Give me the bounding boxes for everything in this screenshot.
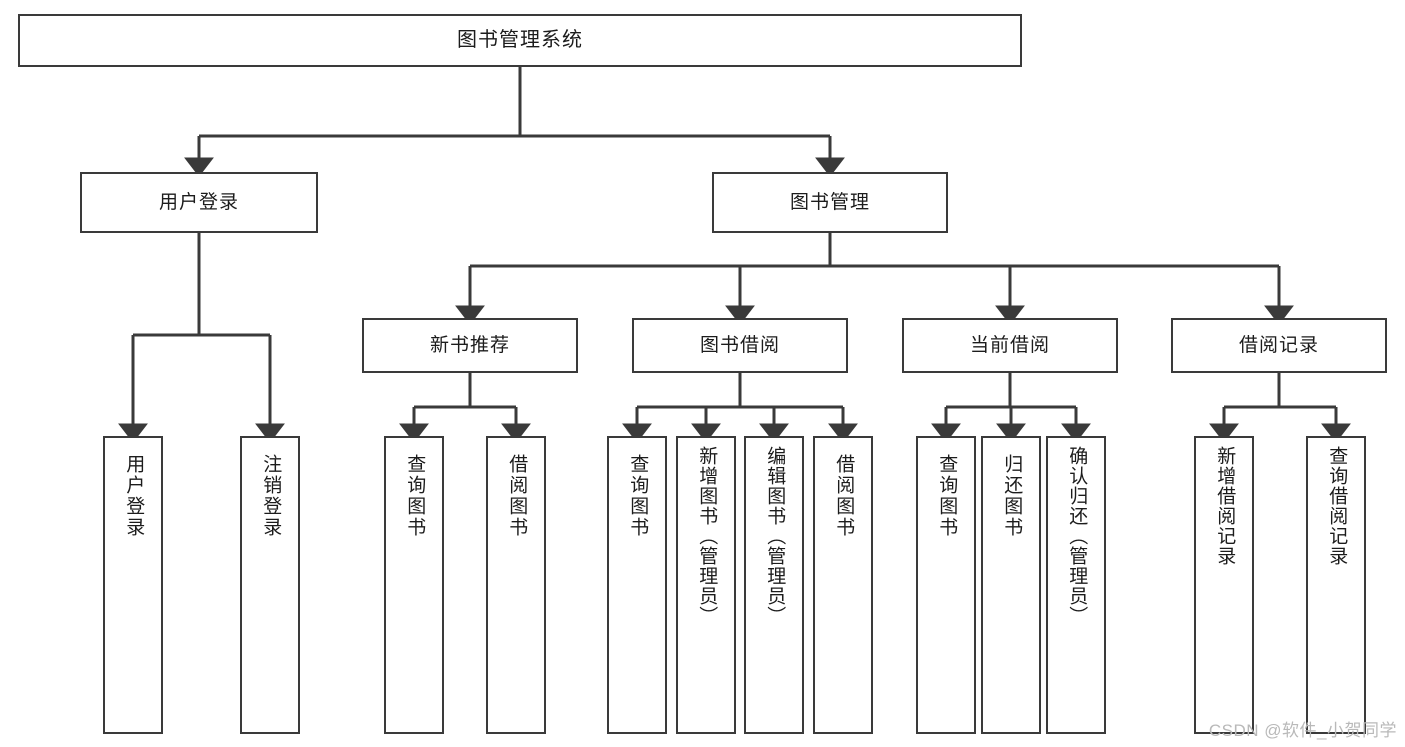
node-label: 查询借阅记录 xyxy=(1326,446,1348,566)
node-book-borrow[interactable]: 图书借阅 xyxy=(632,318,848,373)
leaf-borrow-record-add[interactable]: 新增借阅记录 xyxy=(1194,436,1254,734)
leaf-user-login-logout[interactable]: 注销登录 xyxy=(240,436,300,734)
node-label: 当前借阅 xyxy=(969,334,1050,356)
node-label: 新增图书（管理员） xyxy=(696,446,718,626)
leaf-book-borrow-query[interactable]: 查询图书 xyxy=(607,436,667,734)
watermark-text: CSDN @软件_小贺同学 xyxy=(1208,721,1397,740)
node-new-book-recommend[interactable]: 新书推荐 xyxy=(362,318,578,373)
node-label: 注销登录 xyxy=(260,454,282,538)
leaf-new-book-query[interactable]: 查询图书 xyxy=(384,436,444,734)
node-label: 新书推荐 xyxy=(429,334,510,356)
leaf-current-borrow-return[interactable]: 归还图书 xyxy=(981,436,1041,734)
node-label: 图书管理 xyxy=(789,191,870,213)
node-book-management[interactable]: 图书管理 xyxy=(712,172,948,233)
leaf-book-borrow-edit[interactable]: 编辑图书（管理员） xyxy=(744,436,804,734)
node-label: 用户登录 xyxy=(123,454,145,538)
node-label: 查询图书 xyxy=(627,454,649,538)
node-label: 图书管理系统 xyxy=(457,29,583,51)
node-label: 编辑图书（管理员） xyxy=(764,446,786,626)
node-label: 归还图书 xyxy=(1001,454,1023,538)
node-label: 查询图书 xyxy=(404,454,426,538)
node-user-login[interactable]: 用户登录 xyxy=(80,172,318,233)
node-borrow-record[interactable]: 借阅记录 xyxy=(1171,318,1387,373)
node-label: 图书借阅 xyxy=(699,334,780,356)
node-label: 借阅记录 xyxy=(1238,334,1319,356)
leaf-current-borrow-confirm[interactable]: 确认归还（管理员） xyxy=(1046,436,1106,734)
leaf-book-borrow-borrow[interactable]: 借阅图书 xyxy=(813,436,873,734)
leaf-user-login-login[interactable]: 用户登录 xyxy=(103,436,163,734)
node-label: 查询图书 xyxy=(936,454,958,538)
node-current-borrow[interactable]: 当前借阅 xyxy=(902,318,1118,373)
node-label: 用户登录 xyxy=(158,191,239,213)
leaf-new-book-borrow[interactable]: 借阅图书 xyxy=(486,436,546,734)
node-label: 新增借阅记录 xyxy=(1214,446,1236,566)
leaf-book-borrow-add[interactable]: 新增图书（管理员） xyxy=(676,436,736,734)
leaf-borrow-record-query[interactable]: 查询借阅记录 xyxy=(1306,436,1366,734)
node-label: 借阅图书 xyxy=(506,454,528,538)
node-label: 确认归还（管理员） xyxy=(1066,446,1088,626)
leaf-current-borrow-query[interactable]: 查询图书 xyxy=(916,436,976,734)
node-label: 借阅图书 xyxy=(833,454,855,538)
node-root-system[interactable]: 图书管理系统 xyxy=(18,14,1022,67)
